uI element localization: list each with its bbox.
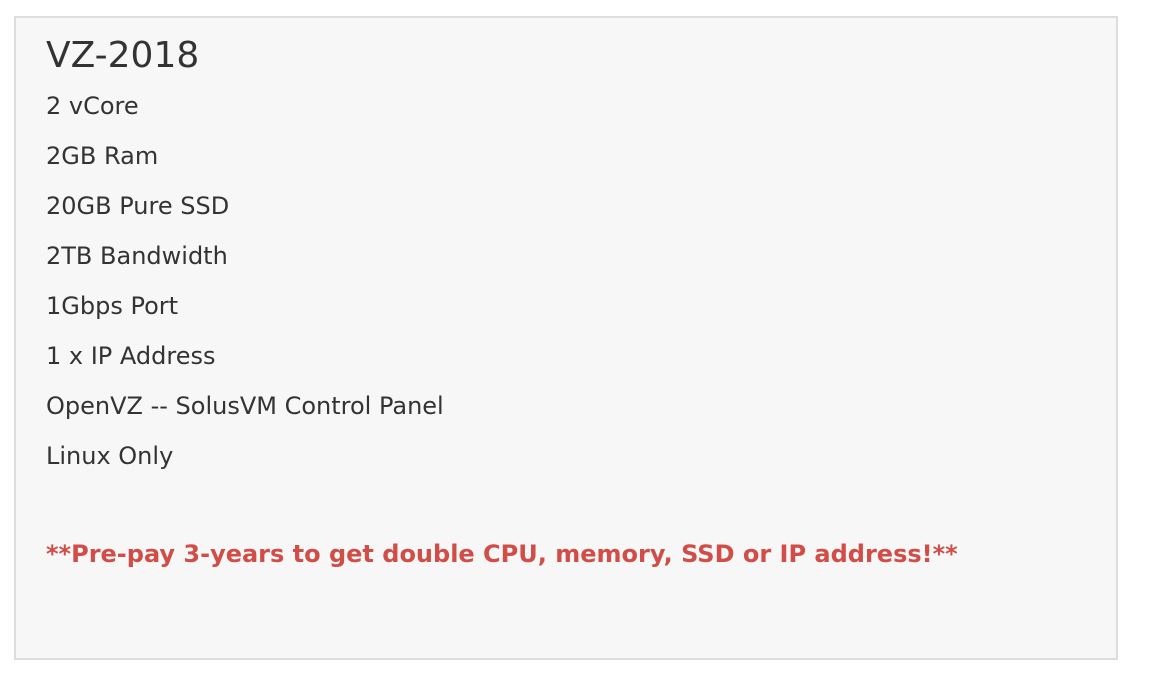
feature-item-port: 1Gbps Port bbox=[46, 292, 179, 320]
feature-item-ip-address: 1 x IP Address bbox=[46, 342, 216, 370]
feature-list: 2 vCore 2GB Ram 20GB Pure SSD 2TB Bandwi… bbox=[46, 88, 444, 488]
plan-card: VZ-2018 2 vCore 2GB Ram 20GB Pure SSD 2T… bbox=[14, 16, 1118, 660]
promo-text: **Pre-pay 3-years to get double CPU, mem… bbox=[46, 540, 958, 568]
plan-title: VZ-2018 bbox=[46, 35, 200, 76]
feature-item-bandwidth: 2TB Bandwidth bbox=[46, 242, 228, 270]
feature-item-ssd: 20GB Pure SSD bbox=[46, 192, 230, 220]
feature-item-ram: 2GB Ram bbox=[46, 142, 159, 170]
feature-item-control-panel: OpenVZ -- SolusVM Control Panel bbox=[46, 392, 444, 420]
feature-item-vcore: 2 vCore bbox=[46, 92, 139, 120]
feature-item-os: Linux Only bbox=[46, 442, 174, 470]
